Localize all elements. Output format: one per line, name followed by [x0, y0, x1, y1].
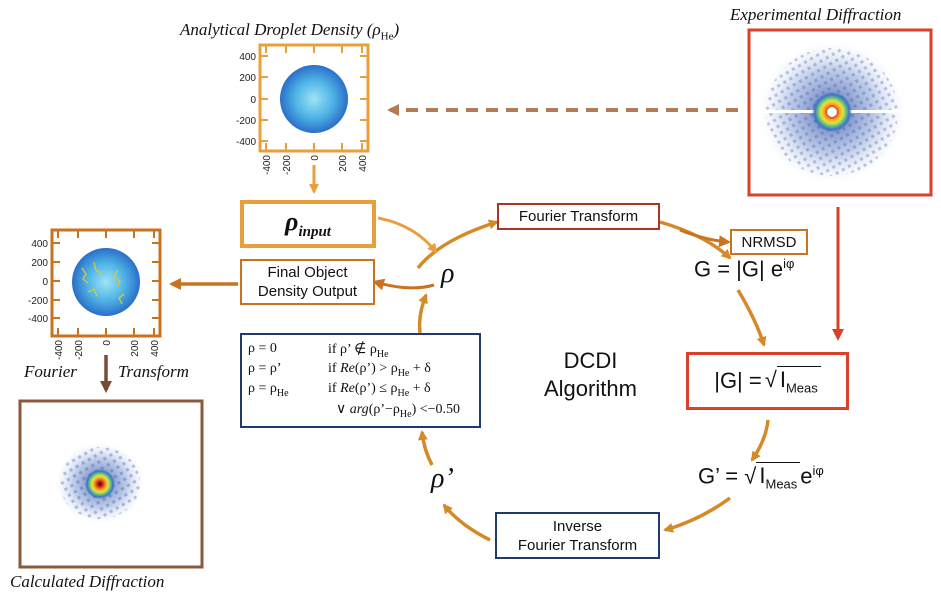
y-tick: 0: [250, 95, 256, 106]
x-tick: 0: [102, 340, 113, 346]
y-tick: 0: [42, 277, 48, 288]
analytical-title: Analytical Droplet Density (ρHe): [180, 20, 399, 42]
center-label-line1: DCDI: [563, 348, 618, 373]
fourier-left-label-2: Transform: [118, 362, 189, 381]
y-tick: 200: [31, 258, 48, 269]
analytical-title-symbol: (ρHe): [366, 20, 400, 43]
analytical-density-plot: 400 200 0 -200 -400 -400 -200 0 200 400: [236, 43, 370, 175]
condition-row-2: ρ = ρ’: [248, 361, 282, 376]
magnitude-lhs: |G| =: [714, 368, 762, 393]
condition-rule-2: if Re(ρ’) > ρHe + δ: [328, 361, 431, 379]
arc-G-to-mag: [736, 289, 767, 347]
calculated-diffraction-image: [18, 399, 204, 569]
x-tick: 0: [310, 155, 321, 161]
x-tick: -200: [74, 340, 85, 360]
condition-row-3: ρ = ρHe: [248, 381, 289, 399]
arc-Gprime-to-inverse: [663, 496, 732, 533]
inverse-line2: Fourier Transform: [517, 536, 638, 554]
equation-Gprime-sqrt: √IMeas: [744, 462, 801, 492]
equation-G-exp: iφ: [783, 256, 795, 271]
equation-Gprime-exp: iφ: [812, 463, 824, 478]
magnitude-sqrt: √IMeas: [765, 365, 821, 396]
center-label-line2: Algorithm: [544, 376, 637, 401]
x-tick: 400: [150, 340, 161, 357]
experimental-title: Experimental Diffraction: [730, 5, 902, 24]
final-object-line1: Final Object: [267, 264, 348, 281]
arc-rhoprime-to-conditions: [417, 430, 434, 466]
y-tick: -400: [28, 314, 48, 325]
x-tick: -200: [282, 155, 293, 175]
equation-G-text: G = |G| e: [694, 256, 784, 282]
rho-prime-symbol: ρ’: [431, 463, 454, 494]
y-tick: -200: [28, 296, 48, 307]
final-object-line2: Density Output: [257, 283, 358, 300]
fourier-left-label-1: Fourier: [24, 362, 77, 381]
rho-input-symbol: ρinput: [285, 206, 331, 241]
arc-rho-to-fourier: [416, 219, 499, 270]
y-tick: -400: [236, 137, 256, 148]
y-tick: -200: [236, 116, 256, 127]
final-density-plot: 400 200 0 -200 -400 -400 -200 0 200 400: [28, 228, 162, 360]
inverse-line1: Inverse: [552, 517, 603, 535]
center-label: DCDI Algorithm: [544, 347, 637, 403]
y-tick: 200: [239, 73, 256, 84]
equation-Gprime-text: G’ =: [698, 463, 739, 489]
magnitude-box: |G| = √IMeas: [686, 352, 849, 410]
fourier-transform-box: Fourier Transform: [497, 203, 660, 230]
y-tick: 400: [239, 52, 256, 63]
arrow-rho-to-final: [372, 278, 435, 291]
condition-rule-4: ∨ arg(ρ’−ρHe) <−0.50: [336, 402, 461, 420]
arrow-fourier-to-nrmsd: [679, 228, 731, 248]
x-tick: 400: [358, 155, 369, 172]
condition-rule-3: if Re(ρ’) ≤ ρHe + δ: [328, 381, 431, 399]
arc-mag-to-Gprime: [750, 419, 770, 462]
x-tick: 200: [130, 340, 141, 357]
analytical-title-text: Analytical Droplet Density: [180, 20, 363, 39]
calculated-title: Calculated Diffraction: [10, 572, 165, 591]
inverse-fourier-box: Inverse Fourier Transform: [495, 512, 660, 559]
x-tick: -400: [54, 340, 65, 360]
rho-symbol: ρ: [441, 258, 455, 289]
condition-rule-1: if ρ’ ∉ ρHe: [328, 342, 389, 360]
arc-conditions-to-rho: [417, 293, 428, 334]
condition-row-1: ρ = 0: [248, 341, 277, 356]
experimental-diffraction-image: [747, 28, 933, 197]
equation-G: G = |G| eiφ: [694, 256, 794, 282]
final-object-box: Final Object Density Output: [240, 259, 375, 305]
x-tick: -400: [262, 155, 273, 175]
meas-subscript: Meas: [785, 380, 818, 396]
arrow-input-to-rho: [377, 216, 438, 254]
y-tick: 400: [31, 239, 48, 250]
x-tick: 200: [338, 155, 349, 172]
nrmsd-box: NRMSD: [730, 229, 808, 255]
rho-input-box: ρinput: [240, 200, 376, 248]
arc-inverse-to-rhoprime: [442, 503, 491, 542]
conditions-box: ρ = 0 if ρ’ ∉ ρHe ρ = ρ’ if Re(ρ’) > ρHe…: [240, 333, 481, 428]
